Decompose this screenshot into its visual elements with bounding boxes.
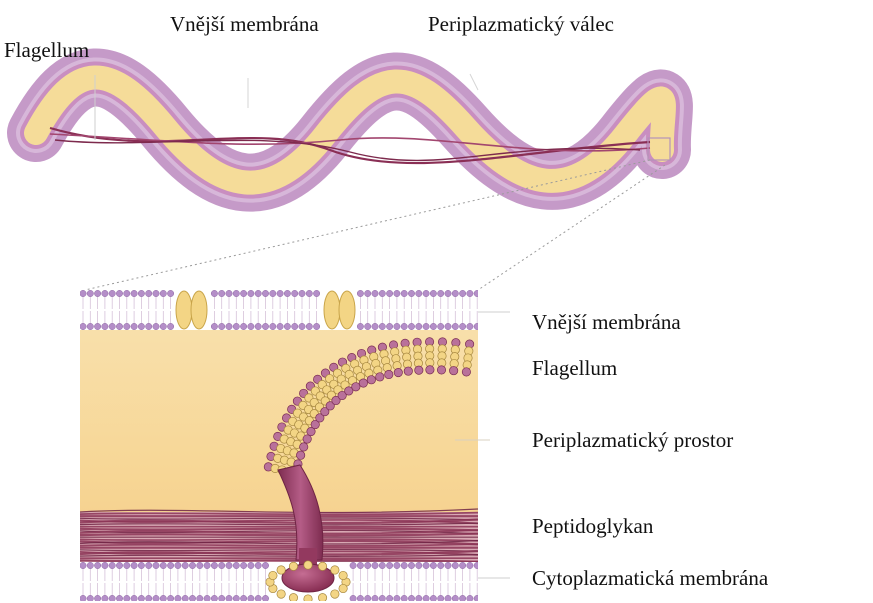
- label-periplasmic-cylinder: Periplazmatický válec: [428, 14, 614, 35]
- peptidoglycan-layer: [80, 509, 478, 568]
- label-outer-membrane-top: Vnější membrána: [170, 14, 319, 35]
- spirochete-cell: [36, 77, 670, 182]
- label-peptidoglycan: Peptidoglykan: [532, 516, 653, 537]
- outer-membrane-bilayer: [80, 290, 481, 330]
- label-outer-membrane: Vnější membrána: [532, 312, 681, 333]
- label-flagellum-top: Flagellum: [4, 40, 89, 61]
- pointer-line: [470, 74, 478, 90]
- zoom-guide-left: [85, 160, 650, 290]
- label-cytoplasmic-membrane: Cytoplazmatická membrána: [532, 568, 768, 589]
- label-periplasmic-space: Periplazmatický prostor: [532, 430, 733, 451]
- detail-box: [80, 290, 481, 603]
- label-flagellum: Flagellum: [532, 358, 617, 379]
